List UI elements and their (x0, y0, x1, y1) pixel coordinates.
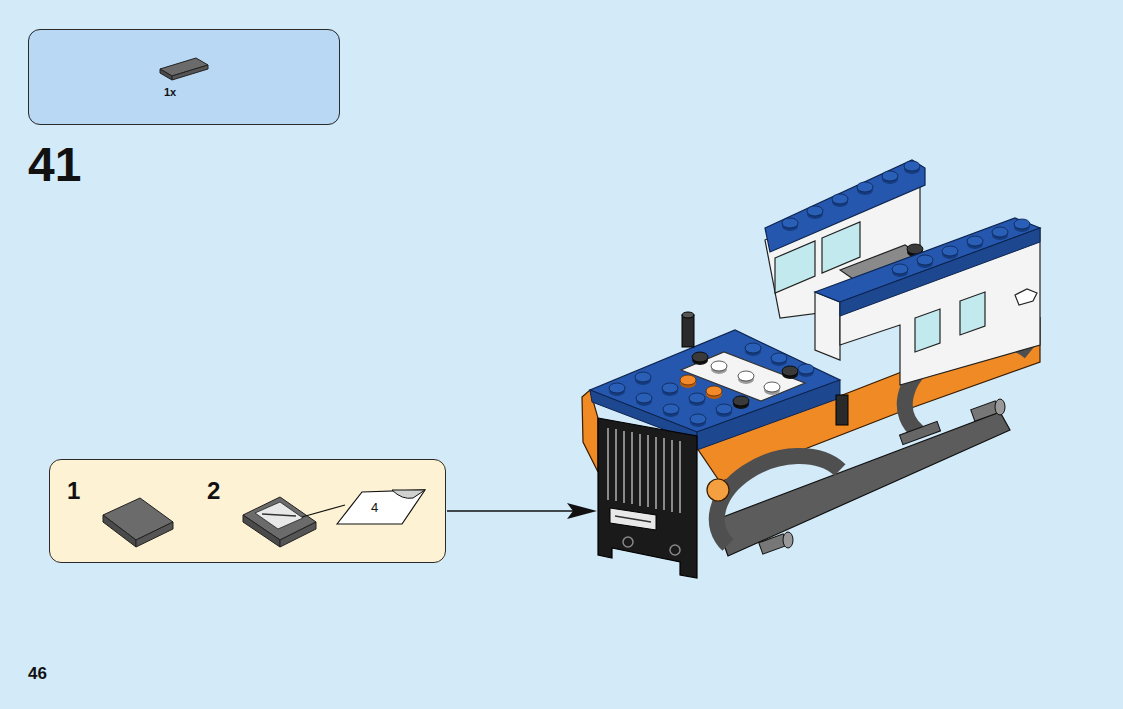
sub-step-number: 2 (207, 479, 220, 503)
sub-step-callout: 12 (49, 459, 446, 563)
sticker-sheet (337, 490, 425, 524)
step-number: 41 (28, 141, 81, 189)
page-number: 46 (28, 665, 47, 682)
parts-panel-ground (28, 29, 340, 125)
callout-ground (49, 459, 446, 563)
leader-line (302, 505, 345, 517)
sticker-number: 4 (371, 501, 378, 514)
tile-part (160, 58, 208, 80)
part-quantity: 1x (164, 87, 176, 98)
parts-list-box: 1x (28, 29, 340, 125)
stickered-tile (243, 497, 345, 547)
sub-step-number: 1 (67, 479, 80, 503)
callout-arrow (447, 503, 597, 519)
truck-model (582, 160, 1040, 578)
tile-part (103, 498, 173, 547)
